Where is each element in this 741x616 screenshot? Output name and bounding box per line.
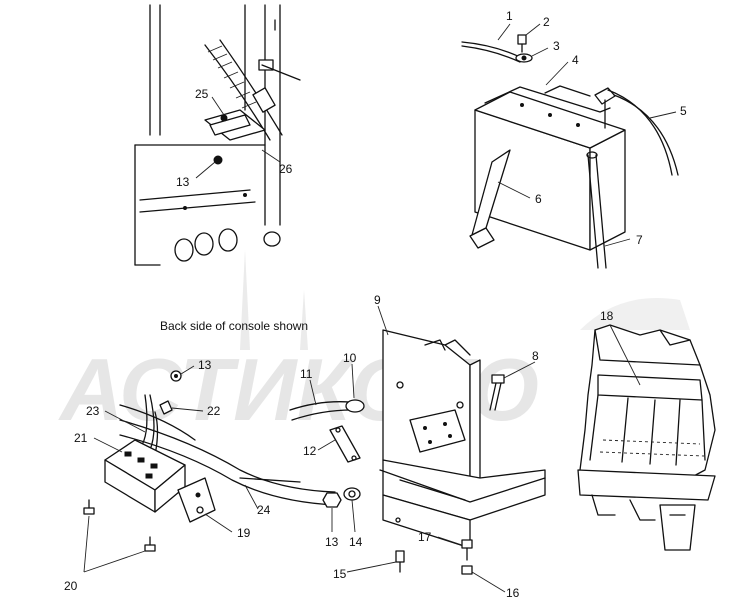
callout-labels: 1 2 3 4 5 6 7 8 9 10 11 12 13 13 13 14 1… [64, 9, 687, 600]
callout-16: 16 [506, 586, 520, 600]
callout-26: 26 [279, 162, 293, 176]
callout-21: 21 [74, 431, 88, 445]
callout-14: 14 [349, 535, 363, 549]
callout-23: 23 [86, 404, 100, 418]
callout-13b: 13 [325, 535, 339, 549]
callout-18: 18 [600, 309, 614, 323]
callout-8: 8 [532, 349, 539, 363]
callout-4: 4 [572, 53, 579, 67]
callout-9: 9 [374, 293, 381, 307]
callout-10: 10 [343, 351, 357, 365]
callout-3: 3 [553, 39, 560, 53]
callout-13c: 13 [176, 175, 190, 189]
callout-24: 24 [257, 503, 271, 517]
top-left-inset [134, 4, 301, 266]
callout-19: 19 [237, 526, 251, 540]
callout-2: 2 [543, 15, 550, 29]
callout-20: 20 [64, 579, 78, 593]
callout-22: 22 [207, 404, 221, 418]
battery-bracket [289, 305, 546, 593]
battery-box [577, 324, 716, 551]
relay-assembly [83, 365, 336, 573]
callout-12: 12 [303, 444, 317, 458]
diagram-caption: Back side of console shown [160, 319, 309, 333]
callout-6: 6 [535, 192, 542, 206]
battery-assembly [461, 23, 679, 269]
callout-17: 17 [418, 530, 432, 544]
callout-13a: 13 [198, 358, 212, 372]
callout-7: 7 [636, 233, 643, 247]
callout-15: 15 [333, 567, 347, 581]
callout-5: 5 [680, 104, 687, 118]
callout-1: 1 [506, 9, 513, 23]
callout-25: 25 [195, 87, 209, 101]
callout-11: 11 [300, 367, 313, 381]
